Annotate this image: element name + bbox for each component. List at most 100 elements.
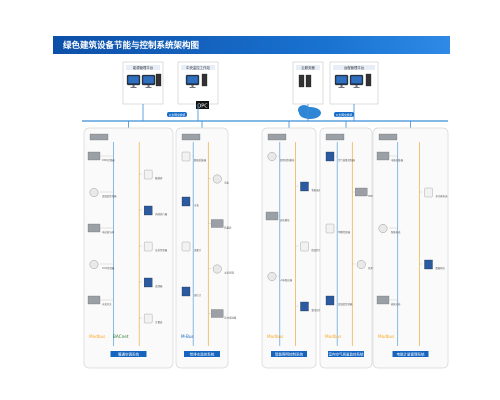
device-label: 照明控制模块 — [280, 158, 295, 162]
device-label: 智能面板 — [311, 188, 321, 192]
sensor-icon — [143, 313, 153, 324]
device-label: 压力变送器 — [224, 316, 237, 320]
controller-icon — [211, 219, 224, 228]
valve-icon — [144, 277, 153, 288]
subsystem-panel — [175, 127, 229, 369]
monitor-icon — [334, 74, 349, 88]
server-icon — [201, 73, 208, 87]
title-banner: 绿色建筑设备节能与控制系统架构图 — [53, 36, 450, 54]
device-label: 照度传感器 — [311, 248, 324, 252]
sensor-icon — [143, 241, 153, 252]
monitor-icon — [126, 74, 141, 88]
sensor-icon — [300, 241, 309, 252]
server-icon — [365, 73, 372, 87]
device-label: 液位计 — [194, 293, 202, 297]
monitor-icon — [349, 74, 364, 88]
subsystem-panel — [83, 127, 174, 369]
valve-icon — [181, 196, 191, 207]
subsystem-label: 暖通空调系统 — [118, 351, 139, 356]
subsystem-label-bar — [392, 351, 429, 357]
sensor-icon — [181, 151, 191, 162]
network-switch — [167, 112, 187, 117]
valve-icon — [325, 295, 335, 306]
device-label: 电表 — [224, 181, 229, 185]
protocol-logo: BACnet — [113, 334, 129, 339]
meter-icon — [212, 264, 222, 274]
meter-icon — [89, 188, 99, 197]
subsystem-label-bar — [110, 351, 147, 357]
sensor-icon — [325, 223, 335, 234]
device-label: 水泵控制 — [224, 271, 234, 275]
device-label: 温湿度传感器 — [338, 302, 353, 306]
device-label: 风阀执行器 — [155, 212, 168, 216]
device-label: 热量表 — [224, 226, 232, 230]
controller-icon — [325, 133, 345, 141]
device-label: 水表 — [194, 203, 199, 207]
server-icon — [155, 73, 162, 87]
device-label: 智能电表 — [391, 230, 401, 234]
server-icon — [298, 74, 305, 88]
device-label: 甲醛传感器 — [338, 230, 351, 234]
controller-icon — [267, 133, 287, 141]
workstation-label: 能源管理平台 — [133, 65, 154, 70]
meter-icon — [212, 174, 222, 184]
subsystem-label-bar — [184, 351, 220, 357]
device-label: 触摸屏 — [155, 176, 163, 180]
device-label: 冷量表 — [155, 320, 163, 324]
opc-logo-text: OPC — [197, 104, 208, 110]
controller-icon — [211, 309, 224, 318]
device-label: DDC控制器 — [102, 158, 115, 162]
subsystem-panel — [319, 127, 373, 369]
meter-icon — [356, 260, 366, 269]
valve-icon — [325, 151, 335, 162]
device-label: 调光模块 — [280, 218, 290, 222]
device-label: 空气质量控制器 — [338, 158, 355, 162]
controller-icon — [87, 151, 101, 161]
device-label: 数据网关 — [436, 266, 446, 270]
monitor-icon — [141, 74, 156, 88]
sensor-icon — [181, 241, 191, 252]
protocol-logo: Modbus — [325, 334, 341, 339]
device-label: 流量计 — [194, 248, 202, 252]
valve-icon — [424, 259, 433, 270]
protocol-logo: Modbus — [89, 334, 105, 339]
network-switch-label: 以太网交换机 — [336, 113, 353, 117]
controller-icon — [376, 295, 390, 305]
workstation-label: 云服务器 — [301, 65, 315, 70]
protocol-logo: Modbus — [378, 334, 394, 339]
device-label: 能耗分析 — [391, 302, 401, 306]
workstation-header — [126, 65, 160, 70]
controller-icon — [87, 223, 101, 233]
device-label: 人体感应器 — [280, 278, 293, 282]
valve-icon — [300, 301, 309, 312]
valve-icon — [181, 286, 191, 297]
workstation-label: 远程管理平台 — [344, 65, 365, 70]
subsystem-label: 智能照明控制系统 — [275, 351, 303, 356]
device-label: 压差传感器 — [155, 248, 168, 252]
opc-logo — [196, 101, 209, 109]
workstation-header — [333, 65, 375, 70]
subsystem-label: 室内空气质量监控系统 — [329, 351, 364, 356]
controller-icon — [376, 151, 390, 161]
controller-icon — [355, 187, 368, 197]
cloud-icon — [298, 105, 310, 115]
valve-icon — [300, 181, 309, 192]
protocol-logo: M-Bus — [181, 334, 194, 339]
controller-icon — [378, 133, 398, 141]
sensor-icon — [143, 169, 153, 180]
subsystem-label-bar — [271, 351, 307, 357]
subsystem-label-bar — [328, 351, 364, 357]
page-title: 绿色建筑设备节能与控制系统架构图 — [63, 41, 200, 51]
meter-icon — [267, 152, 277, 161]
meter-icon — [378, 224, 388, 233]
subsystem-label: 电能计量管理系统 — [397, 351, 425, 356]
device-label: 变频器 — [155, 284, 163, 288]
device-label: 窗帘控制 — [311, 308, 321, 312]
device-label: 电动调节阀 — [102, 230, 115, 234]
network-switch-label: 以太网交换机 — [169, 113, 186, 117]
device-label: 水流开关 — [102, 302, 112, 306]
network-switch — [334, 112, 354, 117]
sensor-icon — [424, 187, 433, 198]
workstation-header — [181, 65, 215, 70]
